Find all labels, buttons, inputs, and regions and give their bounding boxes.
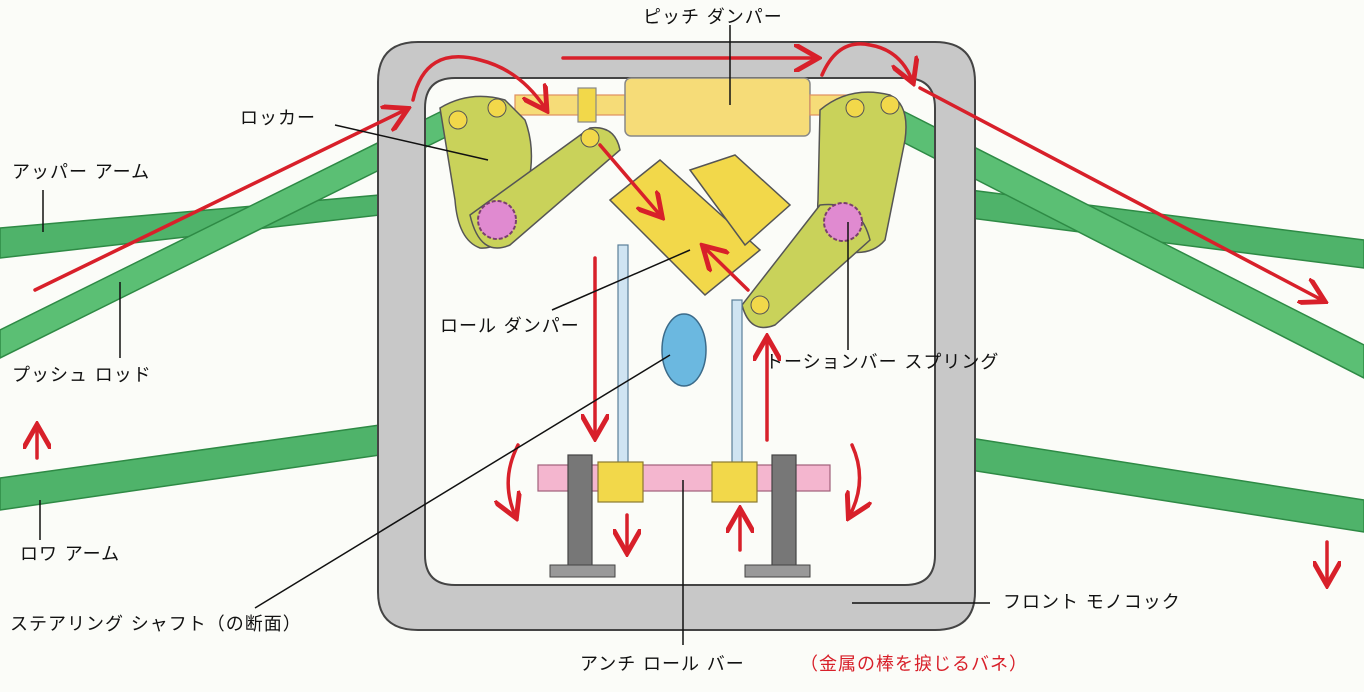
- front-monocoque: [377, 41, 976, 631]
- lower-arm-label: ロワ アーム: [20, 544, 120, 565]
- roll-damper: [608, 154, 792, 297]
- torsion-bar-label: トーションバー スプリング: [765, 352, 999, 373]
- torsion-bar-left: [477, 200, 517, 240]
- motion-arrows: [35, 42, 1327, 582]
- roll-damper-label: ロール ダンパー: [440, 316, 580, 337]
- steering-shaft-label: ステアリング シャフト（の断面）: [10, 614, 302, 635]
- pitch-damper-label: ピッチ ダンパー: [643, 7, 783, 28]
- torsion-bar-right: [823, 202, 863, 242]
- anti-roll-bar-label: アンチ ロール バー: [580, 654, 745, 675]
- rocker-label: ロッカー: [240, 108, 316, 129]
- right-lower-arm: [969, 437, 1364, 533]
- front-monocoque-label: フロント モノコック: [1003, 592, 1181, 613]
- leader-lines: [39, 25, 990, 645]
- push-rod-label: プッシュ ロッド: [12, 365, 152, 386]
- upper-arm-label: アッパー アーム: [12, 162, 150, 183]
- anti-roll-bar: [537, 454, 831, 578]
- left-lower-arm: [0, 424, 381, 511]
- pitch-damper: [514, 77, 856, 137]
- anti-roll-bar-note: （金属の棒を捩じるバネ）: [800, 654, 1028, 675]
- steering-shaft-section: [661, 313, 707, 387]
